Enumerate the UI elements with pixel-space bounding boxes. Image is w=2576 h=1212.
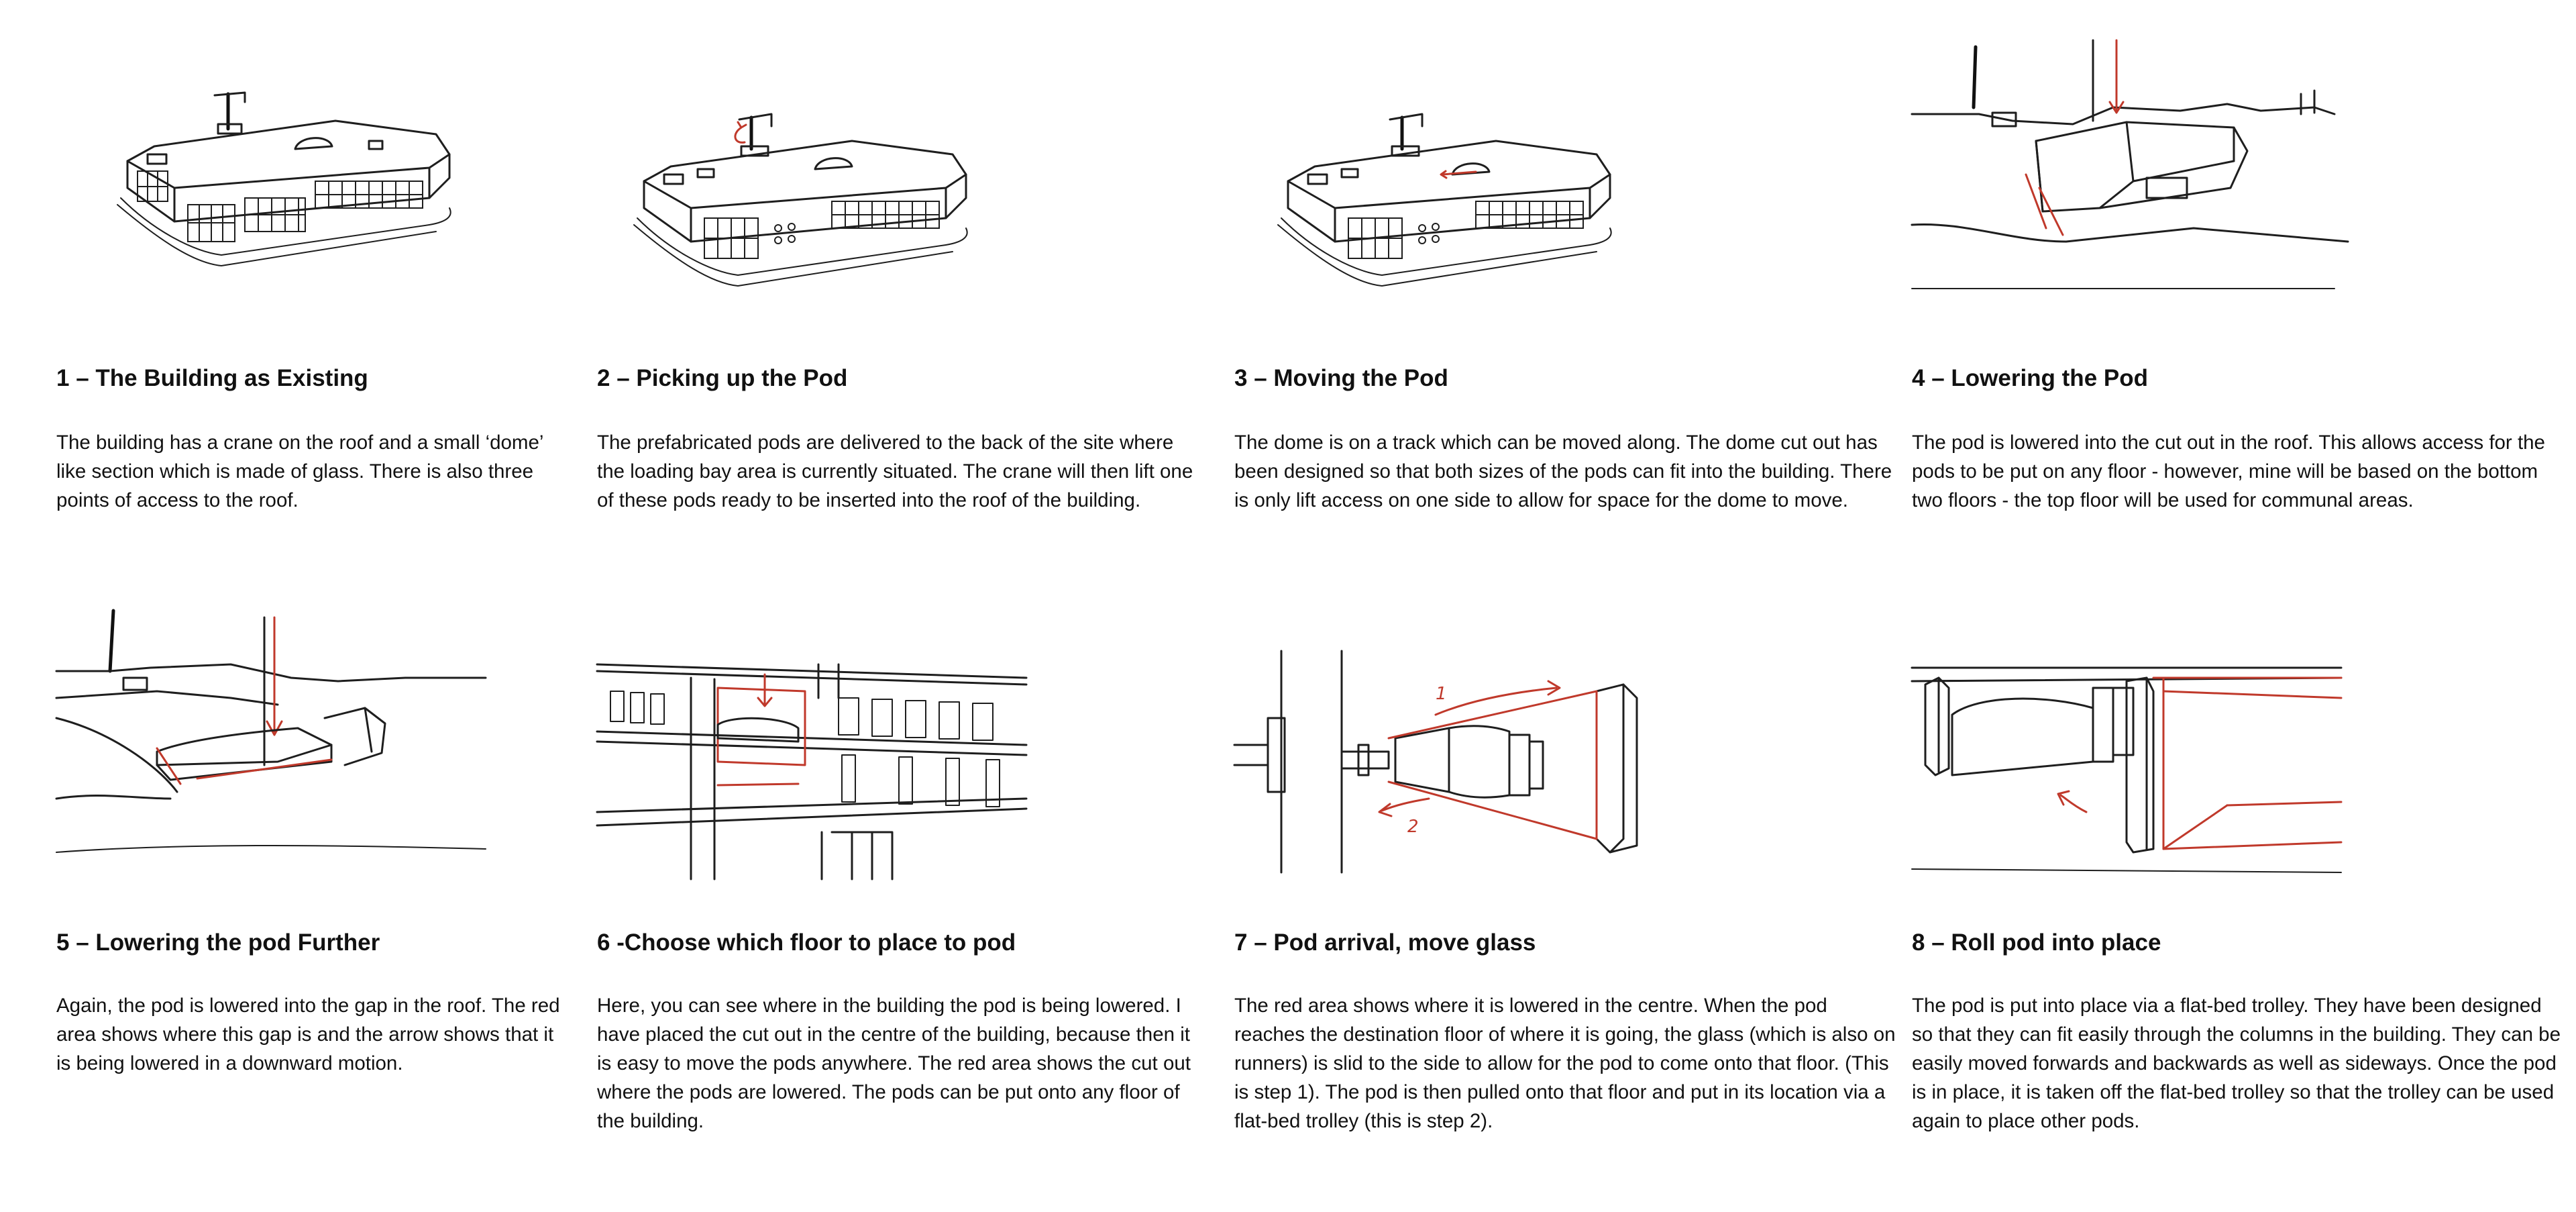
step-3-panel: 3 – Moving the Pod The dome is on a trac… — [1234, 0, 1912, 577]
step-6-description: Here, you can see where in the building … — [597, 995, 1191, 1132]
step-1-title: 1 – The Building as Existing — [56, 365, 368, 391]
step-7-pod-arrival-sketch: 1 2 — [1233, 650, 1638, 874]
step-6-section-sketch — [596, 663, 1028, 880]
move-step-2-label: 2 — [1407, 817, 1419, 837]
step-2-description: The prefabricated pods are delivered to … — [597, 432, 1193, 511]
step-7-title: 7 – Pod arrival, move glass — [1234, 929, 1536, 956]
step-8-description: The pod is put into place via a flat-bed… — [1912, 995, 2561, 1132]
step-1-building-sketch — [117, 91, 451, 266]
step-8-trolley-sketch — [1911, 666, 2343, 873]
step-2-title: 2 – Picking up the Pod — [597, 365, 848, 391]
step-1-panel: 1 – The Building as Existing The buildin… — [0, 0, 590, 577]
step-5-title: 5 – Lowering the pod Further — [56, 929, 380, 956]
step-4-panel: 4 – Lowering the Pod The pod is lowered … — [1911, 0, 2576, 577]
step-3-description: The dome is on a track which can be move… — [1234, 432, 1892, 511]
step-7-description: The red area shows where it is lowered i… — [1234, 995, 1896, 1132]
move-step-1-label: 1 — [1436, 684, 1447, 704]
step-6-panel: 6 -Choose which floor to place to pod He… — [590, 577, 1234, 1212]
step-8-panel: 8 – Roll pod into place The pod is put i… — [1911, 577, 2576, 1212]
step-1-description: The building has a crane on the roof and… — [56, 432, 543, 511]
step-2-building-sketch — [633, 113, 968, 287]
step-5-description: Again, the pod is lowered into the gap i… — [56, 995, 560, 1074]
step-3-building-sketch — [1277, 113, 1612, 287]
step-5-pod-lowering-sketch — [55, 609, 487, 853]
step-3-title: 3 – Moving the Pod — [1234, 365, 1448, 391]
step-7-panel: 1 2 7 – Pod arrival, move glass The red … — [1233, 577, 1912, 1212]
step-6-title: 6 -Choose which floor to place to pod — [597, 929, 1016, 956]
step-4-description: The pod is lowered into the cut out in t… — [1912, 432, 2545, 511]
step-4-title: 4 – Lowering the Pod — [1912, 365, 2148, 391]
step-2-panel: 2 – Picking up the Pod The prefabricated… — [590, 0, 1234, 577]
step-8-title: 8 – Roll pod into place — [1912, 929, 2161, 956]
step-4-roof-closeup-sketch — [1911, 39, 2349, 289]
step-5-panel: 5 – Lowering the pod Further Again, the … — [0, 577, 590, 1212]
